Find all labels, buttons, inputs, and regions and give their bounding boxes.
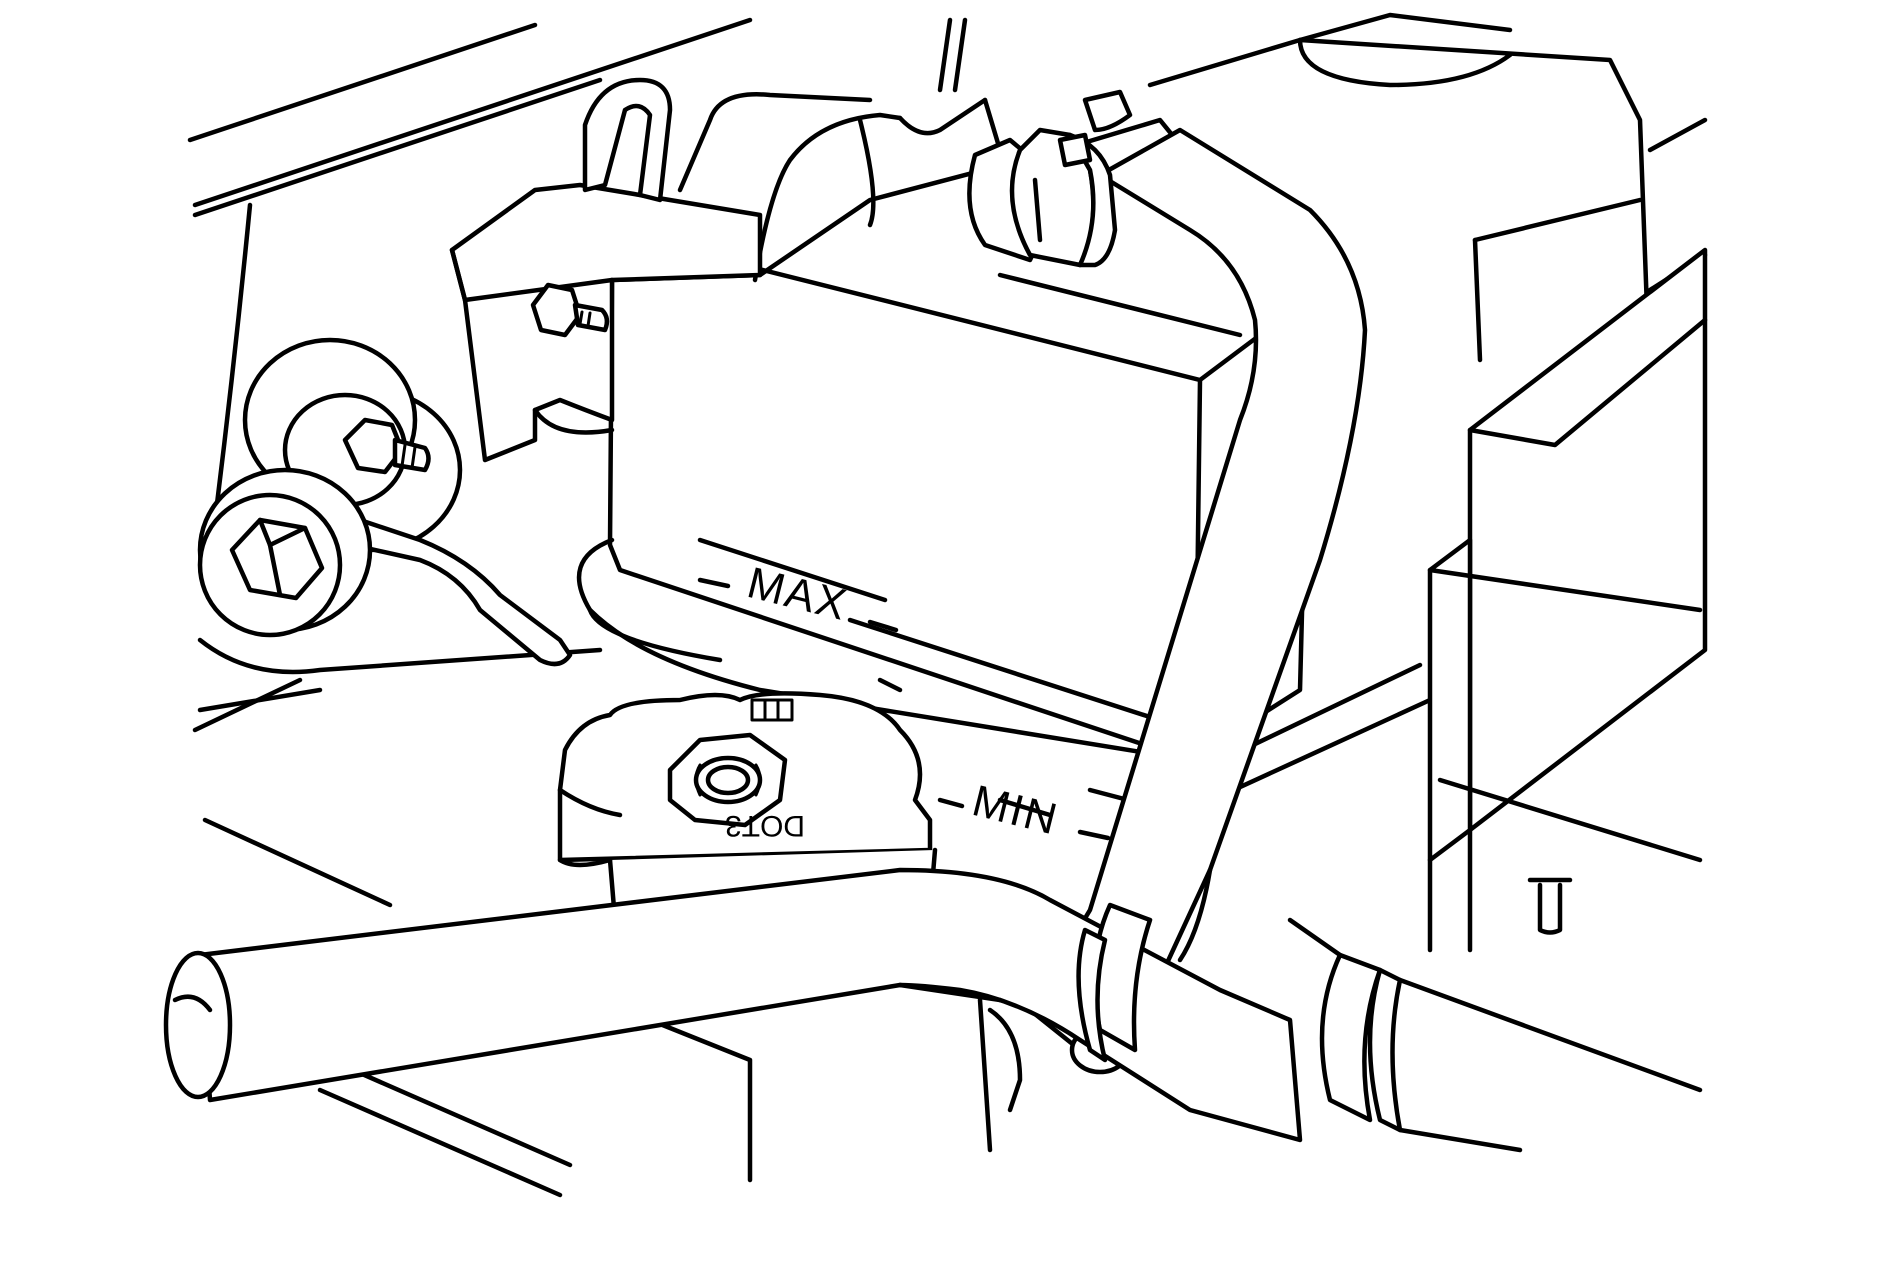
upper-right-housing [1147, 12, 1653, 393]
bracket-nut [530, 282, 610, 338]
min-label: MIN [968, 776, 1064, 845]
min-level-marker: MIN [937, 776, 1111, 845]
inlet-hose [163, 867, 1303, 1143]
hose-couplings [1076, 902, 1703, 1153]
right-side-bracket [1427, 247, 1708, 953]
cap-marking-text: DOT3 [725, 809, 805, 842]
reservoir-lower [647, 997, 1023, 1183]
left-grommets [197, 337, 573, 667]
hose-clamp [967, 89, 1133, 268]
